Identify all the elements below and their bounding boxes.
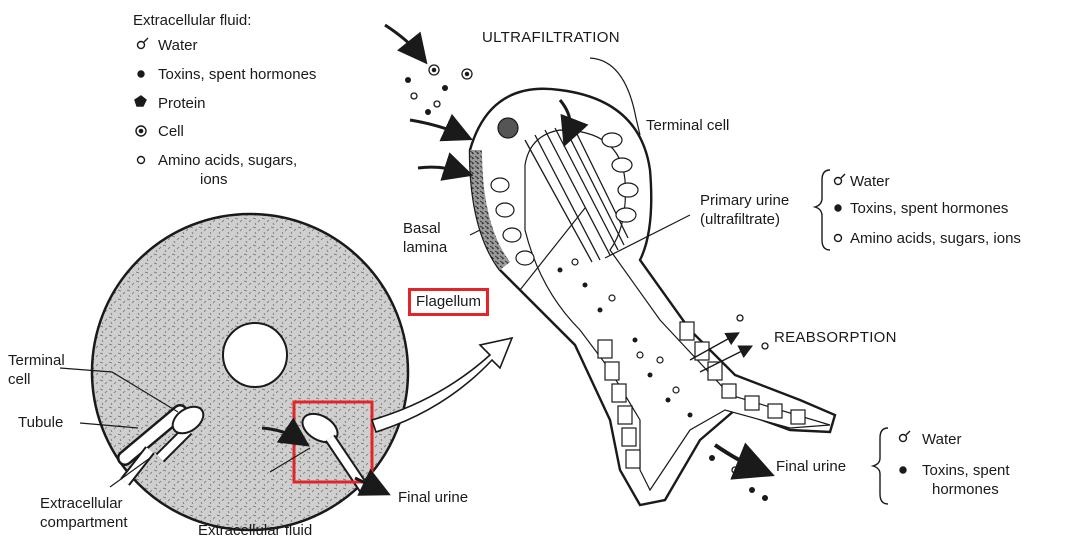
legend-title: Extracellular fluid: xyxy=(133,12,251,29)
water-icon xyxy=(835,174,846,185)
final-toxins-2: hormones xyxy=(932,481,999,498)
ultrafiltrate-label: (ultrafiltrate) xyxy=(700,211,780,228)
dot-icon xyxy=(900,467,906,473)
legend-cell: Cell xyxy=(158,123,184,140)
final-urine-arrow xyxy=(715,445,760,470)
basal-label-1: Basal xyxy=(403,220,441,237)
extracellular-fluid-label: Extracellular fluid xyxy=(198,522,312,539)
protein-icon xyxy=(135,96,146,106)
legend-amino: Amino acids, sugars, xyxy=(158,152,297,169)
extracellular-compartment-2: compartment xyxy=(40,514,128,531)
tubule-label: Tubule xyxy=(18,414,63,431)
dot-icon xyxy=(138,71,144,77)
legend-toxins: Toxins, spent hormones xyxy=(158,66,316,83)
flagellum-label: Flagellum xyxy=(416,293,481,310)
ring-icon xyxy=(138,157,145,164)
reabsorption-label: REABSORPTION xyxy=(774,329,897,346)
primary-urine-label: Primary urine xyxy=(700,192,789,209)
primary-urine-symbols xyxy=(835,174,846,242)
primary-water: Water xyxy=(850,173,889,190)
water-icon xyxy=(900,431,911,442)
legend-water: Water xyxy=(158,37,197,54)
cell-icon xyxy=(136,126,146,136)
primary-toxins: Toxins, spent hormones xyxy=(850,200,1008,217)
terminal-cell-small-1: Terminal xyxy=(8,352,65,369)
final-water: Water xyxy=(922,431,961,448)
legend-protein: Protein xyxy=(158,95,206,112)
legend-amino-2: ions xyxy=(200,171,228,188)
dot-icon xyxy=(835,205,841,211)
ultrafiltration-label: ULTRAFILTRATION xyxy=(482,29,620,46)
protonephridium xyxy=(470,89,835,505)
water-icon xyxy=(138,38,149,49)
final-urine-small-label: Final urine xyxy=(398,489,468,506)
legend-symbols xyxy=(135,38,148,164)
final-urine-label: Final urine xyxy=(776,458,846,475)
terminal-cell-small-2: cell xyxy=(8,371,31,388)
final-toxins: Toxins, spent xyxy=(922,462,1010,479)
terminal-cell-label: Terminal cell xyxy=(646,117,729,134)
final-urine-symbols xyxy=(900,431,911,473)
basal-label-2: lamina xyxy=(403,239,447,256)
extracellular-compartment-1: Extracellular xyxy=(40,495,123,512)
flagellum-label-box: Flagellum xyxy=(408,288,489,316)
primary-amino: Amino acids, sugars, ions xyxy=(850,230,1021,247)
ring-icon xyxy=(835,235,842,242)
